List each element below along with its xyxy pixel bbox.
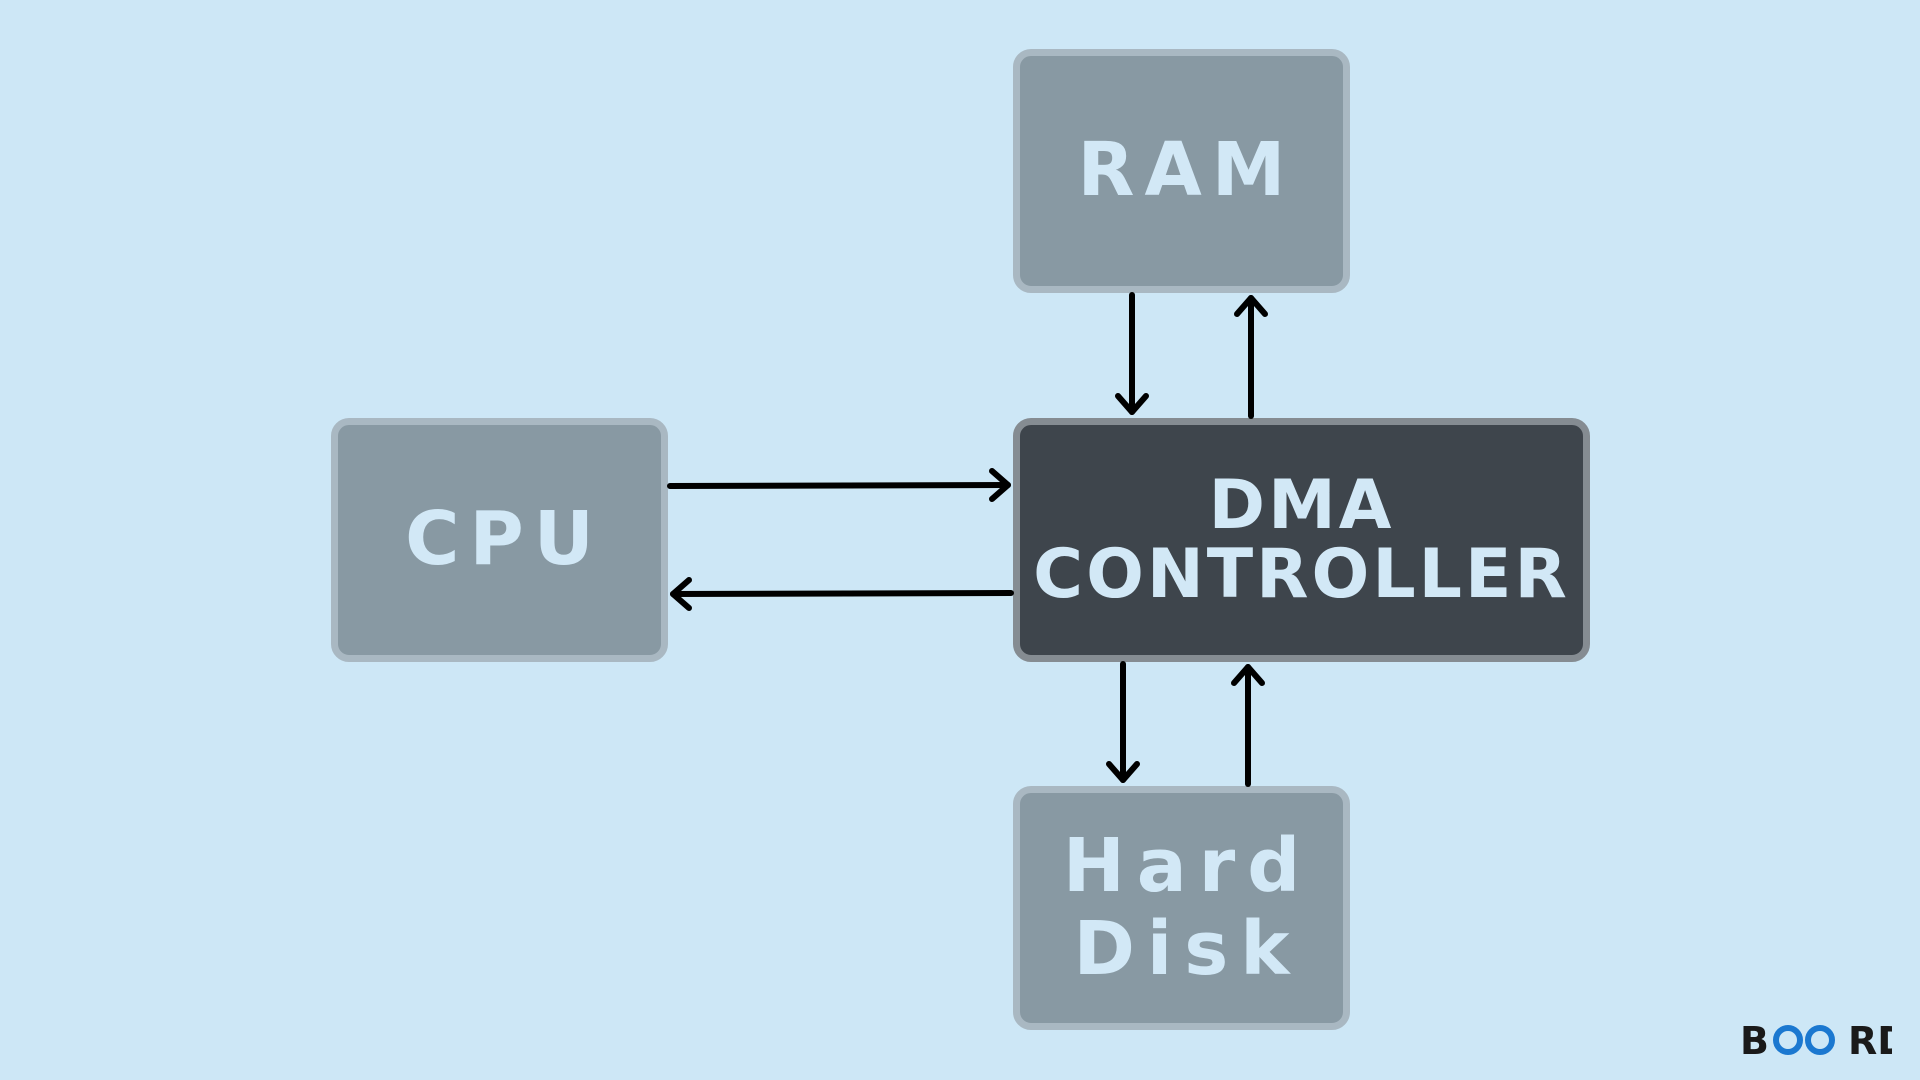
cpu-node: CPU <box>331 418 668 662</box>
dma-controller-node: DMA CONTROLLER <box>1013 418 1590 662</box>
hard-disk-node: Hard Disk <box>1013 786 1350 1030</box>
cpu-label: CPU <box>405 496 604 583</box>
svg-text:B: B <box>1740 1019 1769 1058</box>
svg-text:RD: RD <box>1848 1019 1892 1058</box>
arrow-cpu-to-dma <box>667 468 1011 502</box>
arrow-dma-to-disk <box>1106 661 1140 783</box>
ram-node: RAM <box>1013 49 1350 293</box>
arrow-dma-to-cpu <box>670 577 1014 611</box>
arrow-ram-to-dma <box>1115 292 1149 415</box>
dma-label-line-1: DMA <box>1208 465 1395 545</box>
hard-disk-label-line-2: Disk <box>1073 906 1302 992</box>
board-logo: B RD <box>1740 1019 1892 1058</box>
hard-disk-label-line-1: Hard <box>1062 823 1313 910</box>
dma-label-line-2: CONTROLLER <box>1033 535 1570 614</box>
arrow-disk-to-dma <box>1231 664 1265 787</box>
ram-label: RAM <box>1077 127 1296 214</box>
arrow-dma-to-ram <box>1234 295 1268 419</box>
